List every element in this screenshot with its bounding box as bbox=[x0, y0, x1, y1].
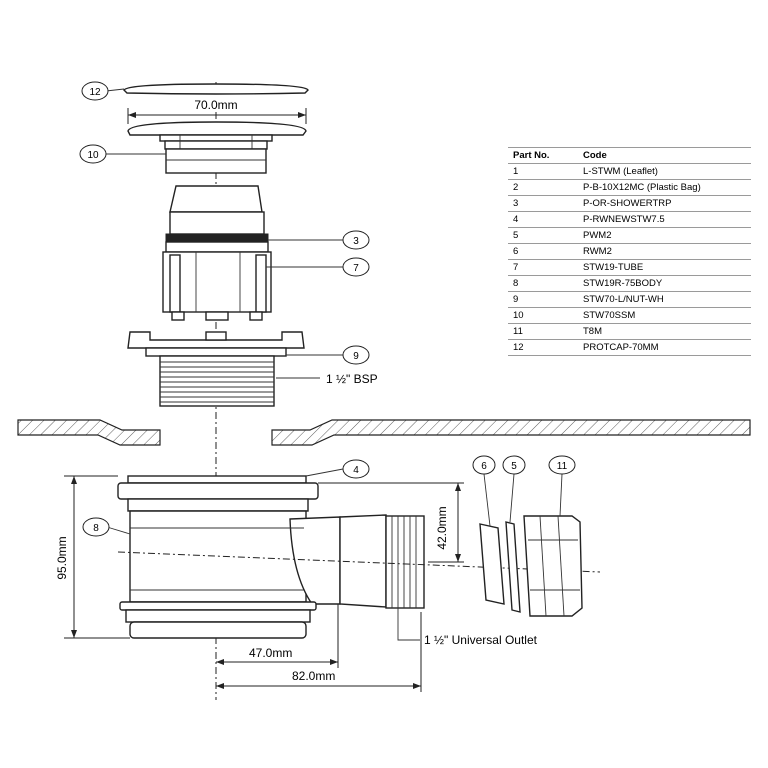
thin-washer bbox=[505, 521, 521, 613]
part-no-header: Part No. bbox=[508, 147, 578, 164]
outlet-height-dimension: 42.0mm bbox=[318, 482, 464, 563]
part-no-cell: 5 bbox=[508, 227, 578, 244]
center-to-body-text: 47.0mm bbox=[249, 646, 292, 660]
svg-text:5: 5 bbox=[511, 461, 517, 472]
thread-lines bbox=[160, 361, 274, 403]
callout-11: 11 bbox=[548, 455, 576, 517]
callout-9: 9 bbox=[286, 345, 370, 365]
universal-outlet-label: 1 ½" Universal Outlet bbox=[424, 633, 538, 647]
parts-table-header-row: Part No. Code bbox=[508, 147, 751, 164]
callout-8: 8 bbox=[82, 517, 131, 537]
part-no-cell: 4 bbox=[508, 211, 578, 228]
flange-backnut bbox=[127, 331, 305, 407]
code-cell: STW70SSM bbox=[578, 307, 751, 324]
o-ring bbox=[165, 233, 269, 243]
code-cell: T8M bbox=[578, 323, 751, 340]
cap-width-dimension: 70.0mm bbox=[127, 96, 307, 124]
outlet-nut bbox=[523, 515, 583, 617]
callout-3: 3 bbox=[268, 230, 370, 250]
bsp-thread-label: 1 ½" BSP bbox=[326, 372, 378, 386]
outlet-washer bbox=[479, 523, 505, 605]
callout-12: 12 bbox=[81, 81, 125, 101]
code-cell: STW19-TUBE bbox=[578, 259, 751, 276]
part-no-cell: 8 bbox=[508, 275, 578, 292]
cap-width-text: 70.0mm bbox=[194, 98, 237, 112]
body-height-text: 95.0mm bbox=[55, 536, 69, 579]
code-cell: STW19R-75BODY bbox=[578, 275, 751, 292]
part-no-cell: 2 bbox=[508, 179, 578, 196]
callout-5: 5 bbox=[502, 455, 526, 523]
body-height-dimension: 95.0mm bbox=[55, 475, 130, 639]
code-cell: L-STWM (Leaflet) bbox=[578, 163, 751, 180]
part-no-cell: 9 bbox=[508, 291, 578, 308]
svg-text:4: 4 bbox=[353, 465, 359, 476]
outlet-centerline bbox=[117, 551, 601, 573]
svg-text:7: 7 bbox=[353, 263, 359, 274]
svg-text:9: 9 bbox=[353, 351, 359, 362]
code-cell: RWM2 bbox=[578, 243, 751, 260]
svg-text:8: 8 bbox=[93, 523, 99, 534]
part-no-cell: 6 bbox=[508, 243, 578, 260]
callout-4: 4 bbox=[305, 459, 370, 479]
svg-text:6: 6 bbox=[481, 461, 487, 472]
svg-text:11: 11 bbox=[557, 461, 568, 472]
code-cell: PWM2 bbox=[578, 227, 751, 244]
callout-6: 6 bbox=[472, 455, 496, 527]
universal-outlet bbox=[339, 514, 425, 609]
code-header: Code bbox=[578, 147, 751, 164]
part-no-cell: 7 bbox=[508, 259, 578, 276]
svg-text:10: 10 bbox=[87, 150, 99, 161]
part-no-cell: 3 bbox=[508, 195, 578, 212]
code-cell: P-OR-SHOWERTRP bbox=[578, 195, 751, 212]
code-cell: P-RWNEWSTW7.5 bbox=[578, 211, 751, 228]
part-no-cell: 10 bbox=[508, 307, 578, 324]
protective-cap bbox=[123, 83, 309, 95]
part-no-cell: 1 bbox=[508, 163, 578, 180]
code-cell: PROTCAP-70MM bbox=[578, 339, 751, 356]
callout-10: 10 bbox=[79, 144, 166, 164]
trap-body bbox=[117, 482, 341, 639]
part-no-cell: 12 bbox=[508, 339, 578, 356]
tube-assembly bbox=[162, 185, 272, 321]
svg-text:3: 3 bbox=[353, 236, 359, 247]
part-no-cell: 11 bbox=[508, 323, 578, 340]
svg-text:12: 12 bbox=[89, 87, 101, 98]
code-cell: P-B-10X12MC (Plastic Bag) bbox=[578, 179, 751, 196]
outlet-height-text: 42.0mm bbox=[435, 506, 449, 549]
horizontal-dimensions: 47.0mm 82.0mm bbox=[216, 604, 422, 692]
code-cell: STW70-L/NUT-WH bbox=[578, 291, 751, 308]
seal-washer bbox=[127, 475, 307, 484]
callout-7: 7 bbox=[266, 257, 370, 277]
center-to-outlet-text: 82.0mm bbox=[292, 669, 335, 683]
grate-top-assembly bbox=[127, 121, 307, 174]
shower-tray-section bbox=[17, 419, 751, 446]
